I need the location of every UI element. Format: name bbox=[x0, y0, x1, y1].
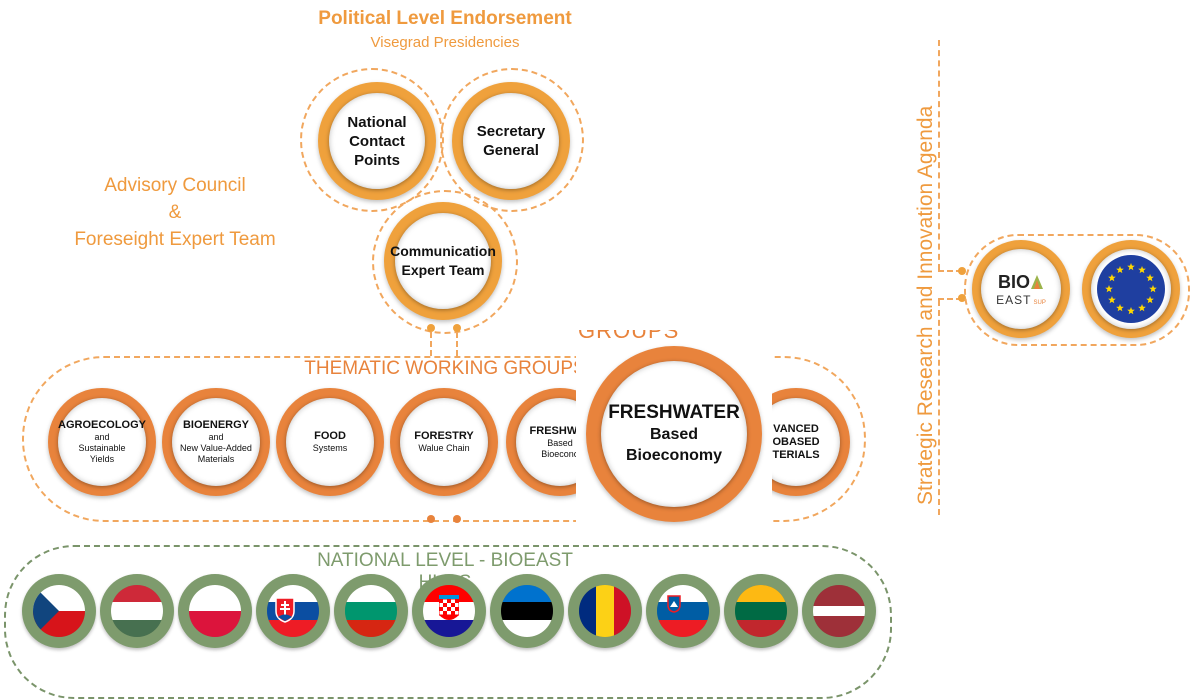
agenda-text: Strategic Research and Innovation Agenda bbox=[914, 105, 937, 505]
overlay-groups-text: GROUPS bbox=[578, 330, 680, 343]
bioeast-logo: BIO EAST SUP bbox=[981, 249, 1061, 329]
flag-slovakia bbox=[256, 574, 330, 648]
eu-logo-node bbox=[1082, 240, 1180, 338]
highlight-line2: Based bbox=[649, 426, 699, 443]
east-text: EAST bbox=[996, 292, 1032, 307]
connector-line bbox=[430, 332, 432, 356]
agenda-connector bbox=[938, 298, 962, 300]
croatia-flag-icon bbox=[423, 585, 475, 637]
agenda-line-top bbox=[938, 40, 940, 270]
advisory-line3: Foreseight Expert Team bbox=[74, 229, 276, 250]
flag-latvia bbox=[802, 574, 876, 648]
slovakia-flag-icon bbox=[267, 585, 319, 637]
flag-bulgaria bbox=[334, 574, 408, 648]
cet-line2: Expert Team bbox=[401, 262, 485, 278]
highlight-line3: Bioeconomy bbox=[625, 447, 722, 464]
flag-croatia bbox=[412, 574, 486, 648]
agenda-line-bottom bbox=[938, 300, 940, 515]
connector-dot bbox=[958, 267, 966, 275]
twg-advanced-sub: OBASED TERIALS bbox=[772, 435, 820, 461]
ncp-line1: National bbox=[347, 113, 407, 131]
flag-hungary bbox=[100, 574, 174, 648]
flag-romania bbox=[568, 574, 642, 648]
twg-bioenergy-sub: and New Value-Added Materials bbox=[180, 432, 252, 464]
eu-star-icon bbox=[1149, 285, 1157, 293]
agenda-connector bbox=[938, 270, 962, 272]
twg-freshwater-sub: Based Bioecono bbox=[541, 437, 579, 459]
national-contact-points-node: National Contact Points bbox=[318, 82, 436, 200]
connector-dot bbox=[958, 294, 966, 302]
twg-food-title: FOOD bbox=[314, 430, 346, 442]
zoom-overlay-panel: GROUPS FRESHWATER Based Bioeconomy bbox=[576, 330, 772, 550]
advisory-council-label: Advisory Council & Foreseight Expert Tea… bbox=[60, 172, 290, 253]
twg-bioenergy: BIOENERGY and New Value-Added Materials bbox=[162, 388, 270, 496]
sg-line1: Secretary bbox=[476, 123, 546, 140]
eu-star-icon bbox=[1146, 296, 1154, 304]
latvia-flag-icon bbox=[813, 585, 865, 637]
flag-czech bbox=[22, 574, 96, 648]
flag-lithuania bbox=[724, 574, 798, 648]
czech-flag-icon bbox=[33, 585, 85, 637]
thematic-title: THEMATIC WORKING GROUPS bbox=[300, 358, 590, 380]
twg-agroecology: AGROECOLOGY and Sustainable Yields bbox=[48, 388, 156, 496]
eu-star-icon bbox=[1138, 265, 1146, 274]
communication-expert-team-node: Communication Expert Team bbox=[384, 202, 502, 320]
eu-star-icon bbox=[1105, 285, 1113, 293]
flags-row bbox=[22, 574, 882, 654]
political-subtitle: Visegrad Presidencies bbox=[370, 34, 520, 51]
connector-dot bbox=[453, 324, 461, 332]
logos-container bbox=[964, 234, 1190, 346]
twg-advanced-title: VANCED bbox=[773, 422, 819, 435]
eu-star-icon bbox=[1108, 296, 1116, 304]
eu-star-icon bbox=[1127, 307, 1135, 315]
lithuania-flag-icon bbox=[735, 585, 787, 637]
romania-flag-icon bbox=[579, 585, 631, 637]
twg-forestry: FORESTRY Walue Chain bbox=[390, 388, 498, 496]
twg-forestry-sub: Walue Chain bbox=[418, 443, 470, 453]
cet-line1: Communication bbox=[390, 243, 496, 259]
dashed-ring-cet bbox=[372, 190, 518, 334]
eu-flag-icon bbox=[1097, 255, 1165, 323]
bioeast-logo-node: BIO EAST SUP bbox=[972, 240, 1070, 338]
political-title: Political Level Endorsement bbox=[318, 8, 572, 29]
connector-dot bbox=[427, 515, 435, 523]
sup-text: SUP bbox=[1033, 299, 1046, 306]
bio-text: BIO bbox=[997, 271, 1030, 292]
eu-star-icon bbox=[1116, 304, 1124, 312]
highlight-line1: FRESHWATER bbox=[608, 402, 740, 423]
advisory-line2: & bbox=[168, 202, 182, 223]
advisory-line1: Advisory Council bbox=[104, 175, 246, 196]
eu-star-icon bbox=[1108, 274, 1116, 282]
connector-dot bbox=[427, 324, 435, 332]
twg-forestry-title: FORESTRY bbox=[414, 430, 474, 442]
twg-freshwater-title: FRESHWAT bbox=[529, 424, 591, 437]
eu-star-icon bbox=[1116, 265, 1124, 274]
slovenia-flag-icon bbox=[657, 585, 709, 637]
twg-food-sub: Systems bbox=[312, 443, 348, 453]
twg-agroecology-sub: and Sustainable Yields bbox=[78, 432, 126, 464]
connector-dot bbox=[453, 515, 461, 523]
twg-agroecology-title: AGROECOLOGY bbox=[58, 419, 147, 431]
bioeast-leaf-icon bbox=[1031, 275, 1043, 289]
freshwater-highlight-node: FRESHWATER Based Bioeconomy bbox=[586, 346, 762, 522]
dashed-ring-sg bbox=[440, 68, 584, 212]
sg-line2: General bbox=[483, 142, 539, 159]
bulgaria-flag-icon bbox=[345, 585, 397, 637]
poland-flag-icon bbox=[189, 585, 241, 637]
twg-food: FOOD Systems bbox=[276, 388, 384, 496]
connector-line bbox=[456, 332, 458, 356]
secretary-general-node: Secretary General bbox=[452, 82, 570, 200]
thematic-groups-container bbox=[22, 356, 866, 522]
eu-star-icon bbox=[1127, 263, 1135, 271]
flag-poland bbox=[178, 574, 252, 648]
estonia-flag-icon bbox=[501, 585, 553, 637]
hungary-flag-icon bbox=[111, 585, 163, 637]
flag-estonia bbox=[490, 574, 564, 648]
ncp-line2: Contact Points bbox=[349, 132, 405, 169]
flag-slovenia bbox=[646, 574, 720, 648]
eu-star-icon bbox=[1138, 304, 1146, 312]
eu-star-icon bbox=[1146, 274, 1154, 282]
twg-bioenergy-title: BIOENERGY bbox=[182, 419, 249, 431]
